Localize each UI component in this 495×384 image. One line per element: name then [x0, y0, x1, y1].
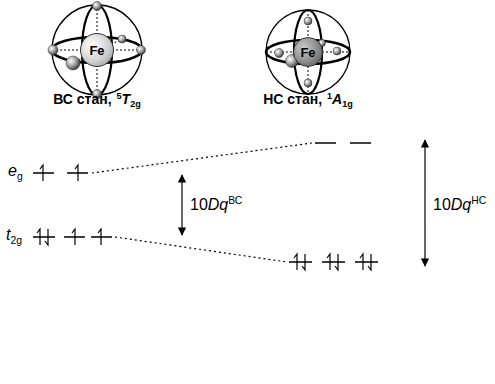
state-label-part: 1 — [327, 91, 332, 101]
state-label: ВС стан, 5T2g — [53, 92, 141, 107]
spin-arrow — [40, 165, 43, 181]
level-label-part: e — [8, 162, 17, 180]
spin-arrow — [37, 229, 40, 245]
spin-arrow — [302, 254, 305, 270]
ligand-balls — [275, 17, 342, 87]
splitting-label-part: 10 — [190, 196, 208, 214]
splitting-label-part: Dq — [451, 196, 471, 214]
level-label-part: g — [17, 171, 23, 182]
spin-arrow — [72, 229, 75, 245]
spin-arrow — [360, 254, 363, 270]
octahedron-sphere — [52, 5, 142, 95]
iron-atom: Fe — [80, 33, 114, 67]
energy-levels — [33, 143, 378, 270]
ligand-balls — [48, 2, 146, 99]
state-label-part: ВС стан, — [53, 92, 111, 107]
level-label: eg — [8, 162, 23, 180]
spin-arrow — [327, 254, 330, 270]
state-label-part: 5 — [117, 91, 122, 101]
level-label-part: 2g — [10, 235, 22, 246]
splitting-label-part: НС — [471, 195, 486, 206]
correlation-lines — [92, 143, 312, 262]
atom-symbol: Fe — [89, 44, 104, 57]
spin-arrow — [368, 254, 371, 270]
spin-arrow — [294, 254, 297, 270]
state-label-part: T — [122, 92, 131, 107]
state-label-part: НС стан, — [263, 92, 322, 107]
state-label-part: 1g — [342, 99, 353, 109]
splitting-label: 10DqНС — [433, 196, 486, 214]
splitting-label-part: ВС — [228, 195, 242, 206]
octahedron-sphere — [266, 10, 350, 94]
splitting-arrows — [182, 140, 425, 266]
level-label: t2g — [6, 226, 22, 244]
spin-arrow — [75, 165, 78, 181]
splitting-label-part: 10 — [433, 196, 451, 214]
atom-symbol: Fe — [300, 46, 315, 59]
state-label-part: A — [332, 92, 342, 107]
spin-arrow — [45, 229, 48, 245]
iron-atom: Fe — [293, 37, 323, 67]
splitting-label-part: Dq — [208, 196, 228, 214]
state-label: НС стан, 1A1g — [263, 92, 353, 107]
spin-arrow — [98, 229, 101, 245]
state-label-part: 2g — [130, 99, 141, 109]
spin-arrow — [335, 254, 338, 270]
level-label-part: t — [6, 226, 10, 244]
splitting-label: 10DqВС — [190, 196, 242, 214]
